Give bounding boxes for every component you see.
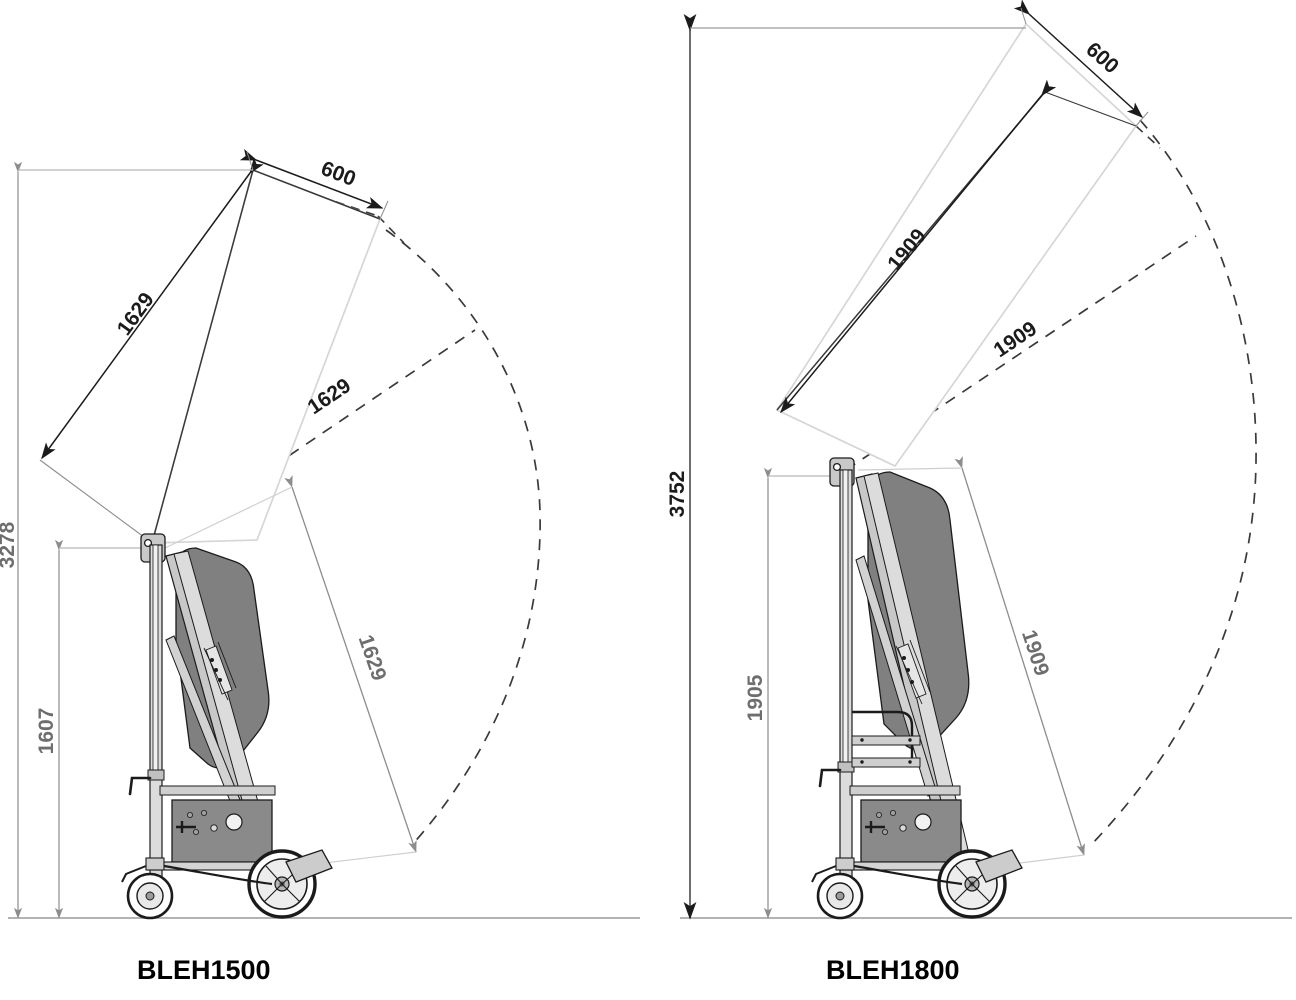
panel-hole-b-1 — [200, 810, 207, 817]
view-bleh1800: 1909 600 1909 1909 3752 1905 — [666, 0, 1292, 985]
dim-600-ext-a-1 — [246, 151, 254, 171]
front-caster-1 — [121, 857, 174, 920]
panel-hole-b-2 — [890, 810, 897, 817]
tow-link-2 — [853, 864, 963, 886]
indicator-lamp-1 — [210, 824, 218, 832]
panel-hole-c-2 — [882, 829, 889, 836]
crank-handle-2 — [818, 768, 842, 788]
dim-label-1905-2: 1905 — [744, 674, 767, 721]
rear-foot-pad-1 — [285, 849, 333, 883]
dim-label-3278-1: 3278 — [0, 521, 19, 568]
tow-link-1 — [163, 864, 273, 886]
emergency-stop-button-2[interactable] — [914, 813, 932, 831]
view-bleh1500: 1629 600 1629 1629 3278 1607 — [0, 149, 640, 985]
dim-1629-raised-line-1 — [41, 157, 264, 460]
dim-600-ext-b-1 — [379, 200, 389, 220]
caption-bleh1800: BLEH1800 — [826, 955, 960, 985]
dim-600-ext-a-2 — [1020, 7, 1027, 25]
perforated-strip-2 — [895, 639, 931, 705]
top-offset-dash-1b — [377, 215, 405, 244]
dim-label-3752-2: 3752 — [666, 471, 689, 518]
dim-1629-low-line-1 — [284, 475, 417, 853]
dim-1629-raised-ext-1 — [39, 459, 153, 544]
panel-hole-c-1 — [192, 829, 199, 836]
dim-1909-raised-line-2 — [780, 79, 1057, 414]
mast-inner-1 — [152, 544, 159, 778]
dim-600-ext-b-2 — [1135, 111, 1149, 127]
control-box-1 — [171, 799, 273, 863]
machine-bleh1500 — [121, 533, 333, 920]
dim-600-line-2 — [1013, 0, 1144, 119]
dim-1629-low-ext-a-1 — [164, 486, 293, 549]
machine-bleh1800 — [811, 457, 1023, 920]
front-caster-2 — [811, 857, 864, 920]
dim-1909-low-line-2 — [954, 456, 1085, 856]
pivot-pin-2 — [832, 462, 842, 472]
swing-arc-2 — [1089, 119, 1257, 847]
crank-handle-1 — [128, 776, 152, 796]
dim-1909-low-ext-a-2 — [857, 467, 963, 471]
key-switch-2[interactable] — [865, 821, 885, 833]
emergency-stop-button-1[interactable] — [225, 813, 243, 831]
dim-600-line-1 — [239, 149, 384, 209]
panel-hole-a-1 — [186, 812, 193, 819]
cross-rail-2 — [849, 785, 961, 796]
perforated-strip-1 — [203, 641, 237, 701]
rear-foot-pad-2 — [975, 849, 1023, 883]
cross-rail-1 — [159, 785, 276, 796]
dim-1629-low-ext-b-1 — [315, 851, 417, 865]
control-box-2 — [860, 799, 962, 863]
mast-inner-2 — [842, 469, 849, 771]
indicator-lamp-2 — [899, 824, 907, 832]
step-platform-2 — [851, 710, 921, 768]
swing-arc-1 — [385, 229, 541, 846]
mast-collar-1 — [147, 769, 165, 781]
key-switch-1[interactable] — [176, 821, 196, 833]
top-offset-dash-2b — [1135, 125, 1161, 149]
dim-label-1607-1: 1607 — [35, 708, 58, 755]
caption-bleh1500: BLEH1500 — [137, 955, 271, 985]
panel-hole-a-2 — [876, 812, 883, 819]
